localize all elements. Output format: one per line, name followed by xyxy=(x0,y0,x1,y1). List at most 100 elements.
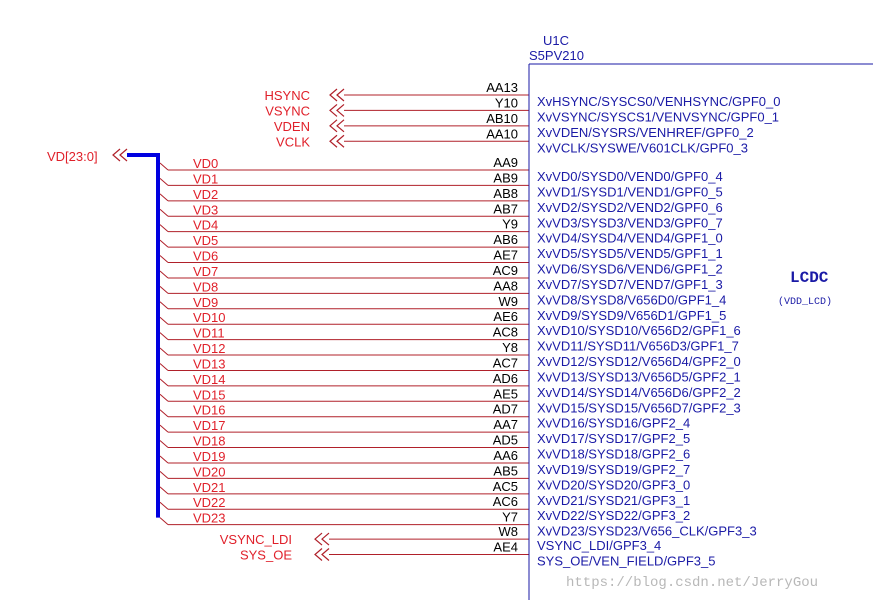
misc-connector-0 xyxy=(314,532,330,546)
data-bus-stub-5 xyxy=(159,239,169,248)
data-pin-number-16: AD7 xyxy=(493,402,518,417)
data-pin-function-0: XvVD0/SYSD0/VEND0/GPF0_4 xyxy=(537,169,723,184)
data-pin-number-7: AC9 xyxy=(493,263,518,278)
data-bus-stub-7 xyxy=(159,270,169,279)
data-net-label-4: VD4 xyxy=(193,218,218,233)
data-pin-function-13: XvVD13/SYSD13/V656D5/GPF2_1 xyxy=(537,369,741,384)
sync-net-label-2: VDEN xyxy=(274,119,310,134)
data-bus-stub-9 xyxy=(159,301,169,310)
bus-label: VD[23:0] xyxy=(47,149,98,164)
data-pin-function-22: XvVD22/SYSD22/GPF3_2 xyxy=(537,508,690,523)
data-pin-number-18: AD5 xyxy=(493,433,518,448)
bus-connector xyxy=(112,148,128,162)
data-pin-function-2: XvVD2/SYSD2/VEND2/GPF0_6 xyxy=(537,200,723,215)
misc-connector-1 xyxy=(314,548,330,561)
data-pin-function-19: XvVD19/SYSD19/GPF2_7 xyxy=(537,462,690,477)
data-pin-function-3: XvVD3/SYSD3/VEND3/GPF0_7 xyxy=(537,215,723,230)
data-pin-number-0: AA9 xyxy=(493,155,518,170)
data-net-label-20: VD20 xyxy=(193,464,226,479)
sync-net-label-0: HSYNC xyxy=(264,88,310,103)
data-pin-function-16: XvVD16/SYSD16/GPF2_4 xyxy=(537,416,690,431)
component-ref: U1C xyxy=(543,33,569,48)
data-net-label-22: VD22 xyxy=(193,495,226,510)
data-pin-number-20: AB5 xyxy=(493,463,518,478)
misc-pin-function-0: VSYNC_LDI/GPF3_4 xyxy=(537,538,661,553)
sync-pin-number-2: AB10 xyxy=(486,111,518,126)
data-pin-number-9: W9 xyxy=(499,294,519,309)
data-pin-number-5: AB6 xyxy=(493,232,518,247)
data-pin-function-9: XvVD9/SYSD9/V656D1/GPF1_5 xyxy=(537,308,726,323)
component-part: S5PV210 xyxy=(529,48,584,63)
data-bus-stub-15 xyxy=(159,393,169,402)
data-net-label-19: VD19 xyxy=(193,449,226,464)
data-pin-number-22: AC6 xyxy=(493,494,518,509)
data-pin-number-12: Y8 xyxy=(502,340,518,355)
sync-pin-function-2: XvVDEN/SYSRS/VENHREF/GPF0_2 xyxy=(537,125,754,140)
sync-pin-number-0: AA13 xyxy=(486,80,518,95)
data-pin-number-4: Y9 xyxy=(502,217,518,232)
data-pin-function-12: XvVD12/SYSD12/V656D4/GPF2_0 xyxy=(537,354,741,369)
data-net-label-11: VD11 xyxy=(193,326,225,341)
data-pin-number-11: AC8 xyxy=(493,325,518,340)
data-net-label-8: VD8 xyxy=(193,279,218,294)
data-pin-function-4: XvVD4/SYSD4/VEND4/GPF1_0 xyxy=(537,231,723,246)
sync-connector-2 xyxy=(329,119,345,133)
data-bus-stub-8 xyxy=(159,285,169,294)
data-pin-function-10: XvVD10/SYSD10/V656D2/GPF1_6 xyxy=(537,323,741,338)
sync-pin-function-3: XvVCLK/SYSWE/V601CLK/GPF0_3 xyxy=(537,140,748,155)
misc-net-label-1: SYS_OE xyxy=(240,548,292,563)
data-bus-stub-4 xyxy=(159,224,169,233)
data-pin-function-7: XvVD7/SYSD7/VEND7/GPF1_3 xyxy=(537,277,723,292)
data-pin-number-2: AB8 xyxy=(493,186,518,201)
data-bus-stub-18 xyxy=(159,440,169,448)
bus-bar xyxy=(127,153,160,518)
data-pin-number-6: AE7 xyxy=(493,248,518,263)
data-net-label-17: VD17 xyxy=(193,418,226,433)
data-bus-stub-21 xyxy=(159,486,169,495)
data-net-label-10: VD10 xyxy=(193,310,226,325)
data-bus-stub-6 xyxy=(159,255,169,263)
data-pin-function-11: XvVD11/SYSD11/V656D3/GPF1_7 xyxy=(537,339,739,354)
data-pin-function-15: XvVD15/SYSD15/V656D7/GPF2_3 xyxy=(537,400,741,415)
data-pin-number-10: AE6 xyxy=(493,309,518,324)
data-bus-stub-12 xyxy=(159,347,169,356)
data-net-label-21: VD21 xyxy=(193,480,226,495)
data-pin-function-6: XvVD6/SYSD6/VEND6/GPF1_2 xyxy=(537,262,723,277)
data-net-label-2: VD2 xyxy=(193,187,218,202)
sync-connector-3 xyxy=(329,134,345,148)
misc-pin-function-1: SYS_OE/VEN_FIELD/GPF3_5 xyxy=(537,554,715,569)
data-net-label-18: VD18 xyxy=(193,434,226,449)
data-pin-function-23: XvVD23/SYSD23/V656_CLK/GPF3_3 xyxy=(537,524,757,539)
watermark: https://blog.csdn.net/JerryGou xyxy=(566,575,818,591)
data-net-label-3: VD3 xyxy=(193,202,218,217)
data-bus-stub-19 xyxy=(159,455,169,464)
sync-net-label-1: VSYNC xyxy=(265,103,310,118)
data-pin-number-21: AC5 xyxy=(493,479,518,494)
misc-pin-number-1: AE4 xyxy=(493,540,518,555)
wires-layer xyxy=(112,88,529,561)
data-net-label-13: VD13 xyxy=(193,356,226,371)
data-bus-stub-20 xyxy=(159,471,169,479)
data-net-label-7: VD7 xyxy=(193,264,218,279)
data-net-label-1: VD1 xyxy=(193,171,218,186)
labels-layer: HSYNCAA13XvHSYNC/SYSCS0/VENHSYNC/GPF0_0V… xyxy=(193,80,780,569)
data-bus-stub-0 xyxy=(159,162,169,171)
sync-pin-function-1: XvVSYNC/SYSCS1/VENVSYNC/GPF0_1 xyxy=(537,109,779,124)
data-net-label-12: VD12 xyxy=(193,341,226,356)
misc-net-label-0: VSYNC_LDI xyxy=(220,532,292,547)
data-bus-stub-3 xyxy=(159,208,169,217)
data-net-label-16: VD16 xyxy=(193,403,226,418)
data-bus-stub-2 xyxy=(159,193,169,202)
data-bus-stub-11 xyxy=(159,332,169,340)
data-bus-stub-23 xyxy=(159,517,169,526)
data-pin-function-8: XvVD8/SYSD8/V656D0/GPF1_4 xyxy=(537,292,726,307)
data-bus-stub-13 xyxy=(159,363,169,371)
data-net-label-6: VD6 xyxy=(193,249,218,264)
data-net-label-5: VD5 xyxy=(193,233,218,248)
data-pin-number-19: AA6 xyxy=(493,448,518,463)
data-pin-function-1: XvVD1/SYSD1/VEND1/GPF0_5 xyxy=(537,184,723,199)
data-bus-stub-14 xyxy=(159,378,169,387)
data-pin-function-20: XvVD20/SYSD20/GPF3_0 xyxy=(537,477,690,492)
sync-net-label-3: VCLK xyxy=(276,134,310,149)
data-pin-function-17: XvVD17/SYSD17/GPF2_5 xyxy=(537,431,690,446)
